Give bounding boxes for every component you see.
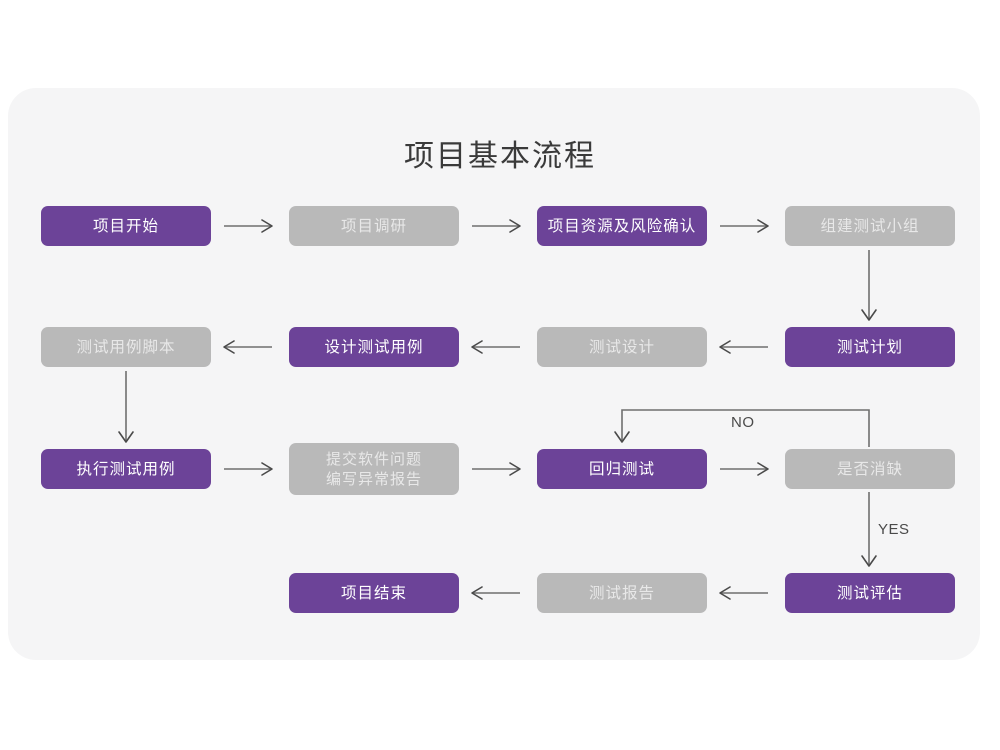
flowchart-card [8, 88, 980, 660]
node-test-evaluation[interactable]: 测试评估 [785, 573, 955, 613]
node-submit-defect-report[interactable]: 提交软件问题 编写异常报告 [289, 443, 459, 495]
node-defect-resolved[interactable]: 是否消缺 [785, 449, 955, 489]
node-resource-risk-confirm[interactable]: 项目资源及风险确认 [537, 206, 707, 246]
node-test-case-script[interactable]: 测试用例脚本 [41, 327, 211, 367]
edge-label-no: NO [731, 414, 755, 431]
edge-label-yes: YES [878, 521, 910, 538]
node-test-report[interactable]: 测试报告 [537, 573, 707, 613]
node-project-research[interactable]: 项目调研 [289, 206, 459, 246]
node-execute-test-case[interactable]: 执行测试用例 [41, 449, 211, 489]
node-test-plan[interactable]: 测试计划 [785, 327, 955, 367]
page-title: 项目基本流程 [404, 139, 596, 174]
node-project-end[interactable]: 项目结束 [289, 573, 459, 613]
node-project-start[interactable]: 项目开始 [41, 206, 211, 246]
node-form-test-team[interactable]: 组建测试小组 [785, 206, 955, 246]
node-test-design[interactable]: 测试设计 [537, 327, 707, 367]
node-design-test-case[interactable]: 设计测试用例 [289, 327, 459, 367]
node-regression-test[interactable]: 回归测试 [537, 449, 707, 489]
